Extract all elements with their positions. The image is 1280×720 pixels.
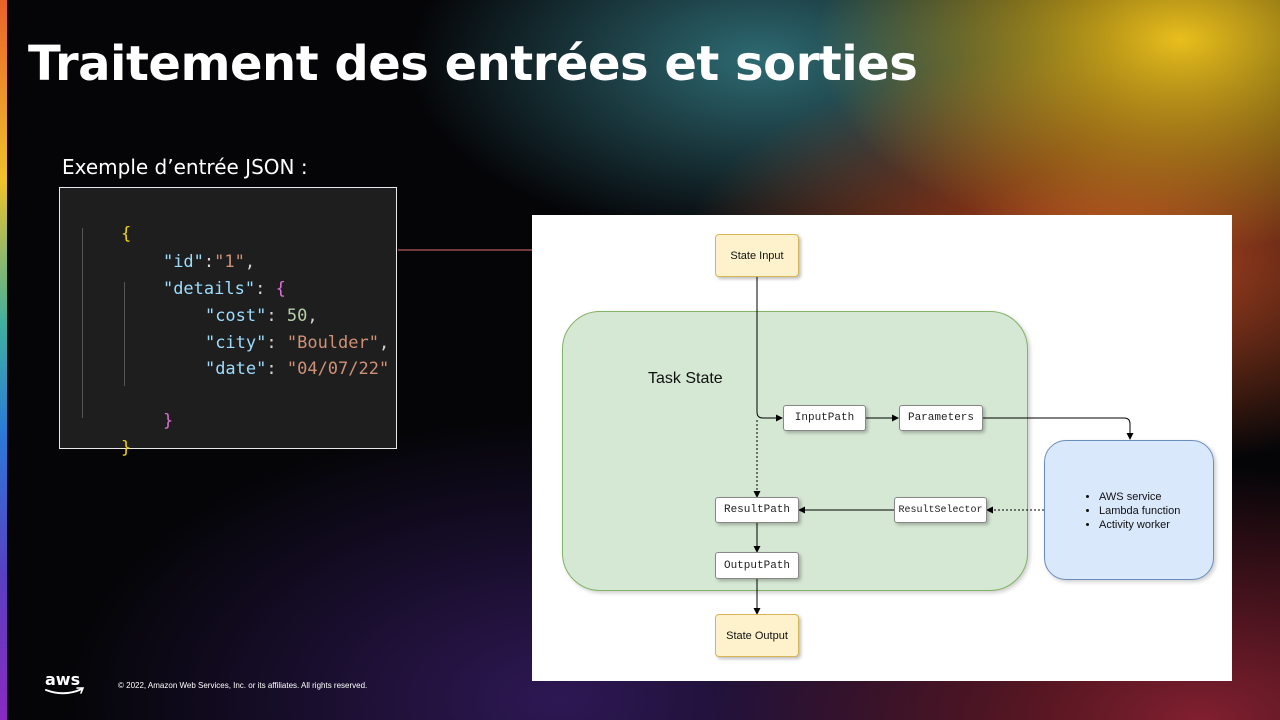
code-token: , — [244, 252, 256, 272]
code-token: : — [266, 306, 287, 326]
code-line: } — [80, 418, 131, 478]
service-item: Lambda function — [1099, 504, 1180, 518]
aws-logo-mark: aws — [45, 670, 85, 695]
code-token: : — [266, 333, 287, 353]
code-token: "Boulder" — [286, 333, 379, 353]
code-token: : — [203, 252, 215, 272]
indent-guide — [82, 228, 83, 418]
code-token: { — [120, 224, 132, 244]
code-line: "id":"1", — [122, 232, 255, 292]
code-line: { — [80, 204, 131, 264]
state-output-box: State Output — [715, 614, 799, 657]
task-state-area — [562, 311, 1028, 591]
code-line: "cost": 50, — [164, 286, 318, 346]
task-state-label: Task State — [648, 370, 723, 387]
svg-text:aws: aws — [45, 671, 80, 689]
code-token: : — [255, 279, 276, 299]
copyright-footer: © 2022, Amazon Web Services, Inc. or its… — [118, 681, 368, 690]
service-item: AWS service — [1099, 490, 1180, 504]
code-caption: Exemple d’entrée JSON : — [62, 155, 308, 179]
code-token: "date" — [204, 359, 267, 379]
code-line: "date": "04/07/22" — [164, 339, 389, 399]
code-token: { — [275, 279, 286, 299]
resultselector-box: ResultSelector — [894, 497, 987, 523]
code-token: "cost" — [204, 306, 267, 326]
code-token: "id" — [162, 252, 204, 272]
code-token: "04/07/22" — [286, 359, 390, 379]
code-token: , — [307, 306, 318, 326]
code-token: : — [266, 359, 287, 379]
slide-title: Traitement des entrées et sorties — [28, 36, 918, 92]
arrow-parameters-to-service — [983, 417, 1134, 440]
accent-strip — [0, 0, 7, 720]
code-token: } — [120, 438, 132, 458]
code-token: , — [378, 333, 390, 353]
resultpath-box: ResultPath — [715, 497, 799, 523]
code-token: } — [162, 411, 174, 431]
code-token: "1" — [214, 252, 245, 272]
code-line: } — [122, 391, 173, 451]
service-list: AWS service Lambda function Activity wor… — [1085, 490, 1180, 532]
outputpath-box: OutputPath — [715, 552, 799, 579]
task-state-diagram: Task State AWS service Lambda function A… — [532, 215, 1232, 681]
service-item: Activity worker — [1099, 518, 1180, 532]
code-token: "details" — [162, 279, 256, 299]
code-line: "details": { — [122, 259, 286, 319]
indent-guide — [124, 282, 125, 386]
service-box: AWS service Lambda function Activity wor… — [1044, 440, 1214, 580]
code-token: 50 — [286, 306, 308, 326]
code-line: "city": "Boulder", — [164, 313, 389, 373]
code-token: "city" — [204, 333, 267, 353]
diagram-arrows — [753, 277, 1134, 615]
state-input-box: State Input — [715, 234, 799, 277]
arrow-input-to-inputpath — [756, 277, 783, 422]
aws-logo: aws — [44, 670, 86, 701]
inputpath-box: InputPath — [783, 405, 866, 431]
parameters-box: Parameters — [899, 405, 983, 431]
json-code-block: { "id":"1", "details": { "cost": 50, "ci… — [59, 187, 397, 458]
